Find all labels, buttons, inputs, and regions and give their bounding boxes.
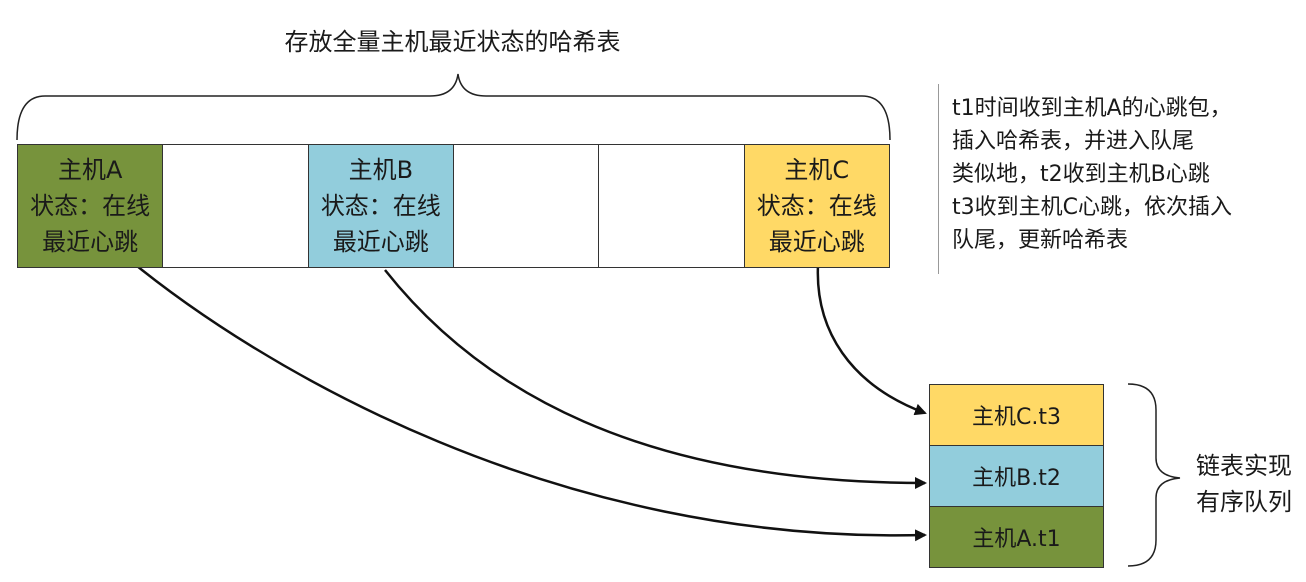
arrow-hostC-to-queue [816,264,927,416]
hash-table-brace [16,73,891,141]
note-line: t1时间收到主机A的心跳包， [952,96,1232,121]
hash-table: 主机A 状态：在线 最近心跳 主机B 状态：在线 最近心跳 主机C 状态：在线 … [17,144,890,268]
queue-brace [1127,383,1181,567]
queue-node-label: 主机B.t2 [972,466,1061,491]
explanation-note: t1时间收到主机A的心跳包， 插入哈希表，并进入队尾 类似地，t2收到主机B心跳… [952,92,1232,257]
queue-label-line: 链表实现 [1196,452,1292,480]
slot-host-heartbeat: 最近心跳 [768,228,865,256]
slot-host-heartbeat: 最近心跳 [42,228,139,256]
slot-host-status: 状态：在线 [756,192,877,220]
hash-slot-host-a: 主机A 状态：在线 最近心跳 [18,145,164,267]
hash-table-title: 存放全量主机最近状态的哈希表 [284,28,621,56]
note-line: 插入哈希表，并进入队尾 [952,129,1195,154]
queue-node-host-c: 主机C.t3 [930,385,1103,446]
arrow-hostB-to-queue [384,269,927,489]
slot-host-name: 主机B [348,156,414,184]
hash-slot-empty [163,145,309,267]
queue-node-label: 主机C.t3 [972,405,1061,430]
hash-slot-empty [454,145,600,267]
note-line: t3收到主机C心跳，依次插入 [952,195,1232,220]
queue-label: 链表实现 有序队列 [1196,448,1292,520]
note-line: 队尾，更新哈希表 [952,228,1129,253]
slot-host-status: 状态：在线 [320,192,441,220]
hash-slot-empty [599,145,745,267]
note-divider [938,84,939,274]
ordered-queue: 主机C.t3 主机B.t2 主机A.t1 [929,384,1104,568]
hash-slot-host-b: 主机B 状态：在线 最近心跳 [308,145,454,267]
hash-slot-host-c: 主机C 状态：在线 最近心跳 [744,145,889,267]
queue-node-label: 主机A.t1 [972,527,1061,552]
queue-node-host-a: 主机A.t1 [930,507,1103,567]
queue-label-line: 有序队列 [1196,488,1292,516]
queue-node-host-b: 主机B.t2 [930,446,1103,507]
slot-host-name: 主机A [57,156,123,184]
slot-host-heartbeat: 最近心跳 [332,228,429,256]
slot-host-status: 状态：在线 [30,192,151,220]
arrow-hostA-to-queue [119,251,927,542]
note-line: 类似地，t2收到主机B心跳 [952,162,1210,187]
slot-host-name: 主机C [784,156,850,184]
